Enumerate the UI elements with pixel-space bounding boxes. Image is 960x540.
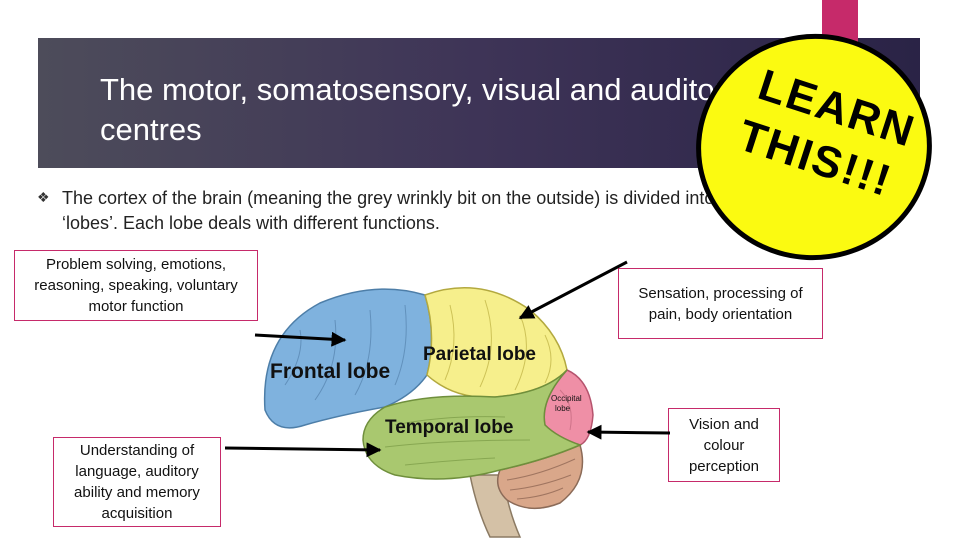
temporal-lobe: [362, 369, 583, 480]
frontal-function-box: Problem solving, emotions, reasoning, sp…: [14, 250, 258, 321]
occipital-lobe-label-2: lobe: [555, 404, 571, 413]
bullet-icon: ❖: [37, 189, 50, 205]
frontal-function-text: Problem solving, emotions, reasoning, sp…: [34, 256, 238, 315]
occipital-function-text: Vision and colour perception: [688, 415, 760, 475]
parietal-function-text: Sensation, processing of pain, body orie…: [638, 284, 803, 323]
temporal-lobe-label: Temporal lobe: [385, 417, 513, 438]
parietal-function-box: Sensation, processing of pain, body orie…: [618, 268, 823, 339]
brain-illustration: Frontal lobe Parietal lobe Temporal lobe…: [263, 286, 594, 538]
parietal-lobe-label: Parietal lobe: [423, 344, 536, 365]
frontal-lobe-label: Frontal lobe: [270, 360, 390, 383]
slide-title: The motor, somatosensory, visual and aud…: [100, 72, 741, 147]
temporal-function-box: Understanding of language, auditory abil…: [53, 437, 221, 527]
temporal-function-text: Understanding of language, auditory abil…: [74, 442, 200, 522]
occipital-function-box: Vision and colour perception: [668, 408, 780, 482]
occipital-lobe-label: Occipital: [551, 394, 582, 403]
body-text: The cortex of the brain (meaning the gre…: [62, 188, 751, 233]
learn-this-badge: LEARN THIS!!!: [681, 18, 947, 276]
